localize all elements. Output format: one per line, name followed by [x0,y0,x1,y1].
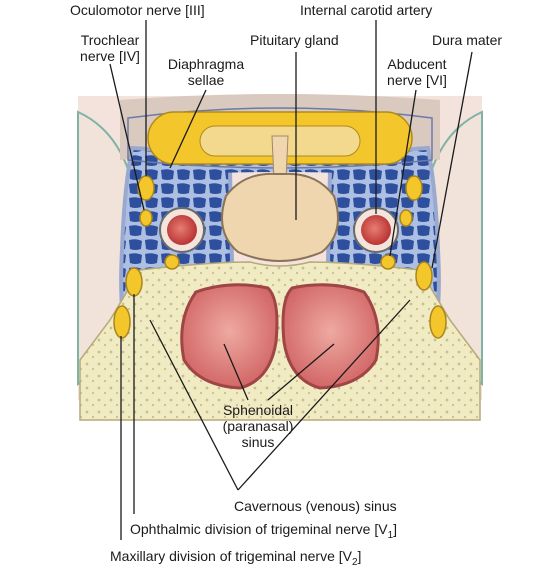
label-diaphragma-sellae: Diaphragma sellae [167,56,245,88]
ophthalmic-close: ] [393,521,398,537]
maxillary-subscript: 2 [351,556,358,568]
label-dura-mater: Dura mater [432,32,503,48]
right-sphenoidal-sinus [281,283,380,390]
leader-lines [109,20,473,540]
left-sphenoidal-sinus [180,283,279,390]
leader-sphenoidal-left [223,343,249,401]
pituitary-gland [221,172,339,262]
label-abducent-nerve: Abducent nerve [VI] [387,56,447,88]
right-abducent-nerve [380,254,396,270]
diaphragma-sellae-outline [127,107,433,169]
leader-cavernous-left [149,319,239,491]
right-trochlear-nerve [399,209,413,227]
leader-cavernous-right [237,299,411,491]
right-oculomotor-nerve [405,175,423,201]
left-trochlear-nerve [139,209,153,227]
label-pituitary-gland: Pituitary gland [250,32,339,48]
maxillary-text: Maxillary division of trigeminal nerve [… [110,548,352,564]
label-oculomotor-nerve: Oculomotor nerve [III] [70,2,205,18]
leader-trochlear [109,63,145,211]
label-sphenoidal-sinus: Sphenoidal (paranasal) sinus [222,402,294,450]
leader-abducent [389,89,417,257]
right-internal-carotid-lumen [361,215,391,245]
leader-dura [431,51,473,269]
left-nerves [113,175,180,339]
right-nerves [380,175,447,339]
label-cavernous-sinus: Cavernous (venous) sinus [234,498,397,514]
label-ophthalmic-division: Ophthalmic division of trigeminal nerve … [130,521,398,540]
left-ophthalmic-nerve [125,267,143,297]
ophthalmic-text: Ophthalmic division of trigeminal nerve … [130,521,388,537]
left-abducent-nerve [164,254,180,270]
left-maxillary-nerve [113,305,131,339]
left-internal-carotid-lumen [167,215,197,245]
right-ophthalmic-nerve [415,261,433,291]
label-internal-carotid-artery: Internal carotid artery [300,2,433,18]
leader-sphenoidal-right [267,343,335,401]
maxillary-close: ] [357,548,362,564]
label-trochlear-nerve: Trochlear nerve [IV] [80,32,140,64]
right-maxillary-nerve [429,305,447,339]
leader-diaphragma [169,89,207,169]
label-maxillary-division: Maxillary division of trigeminal nerve [… [110,548,362,567]
ophthalmic-subscript: 1 [387,529,394,541]
